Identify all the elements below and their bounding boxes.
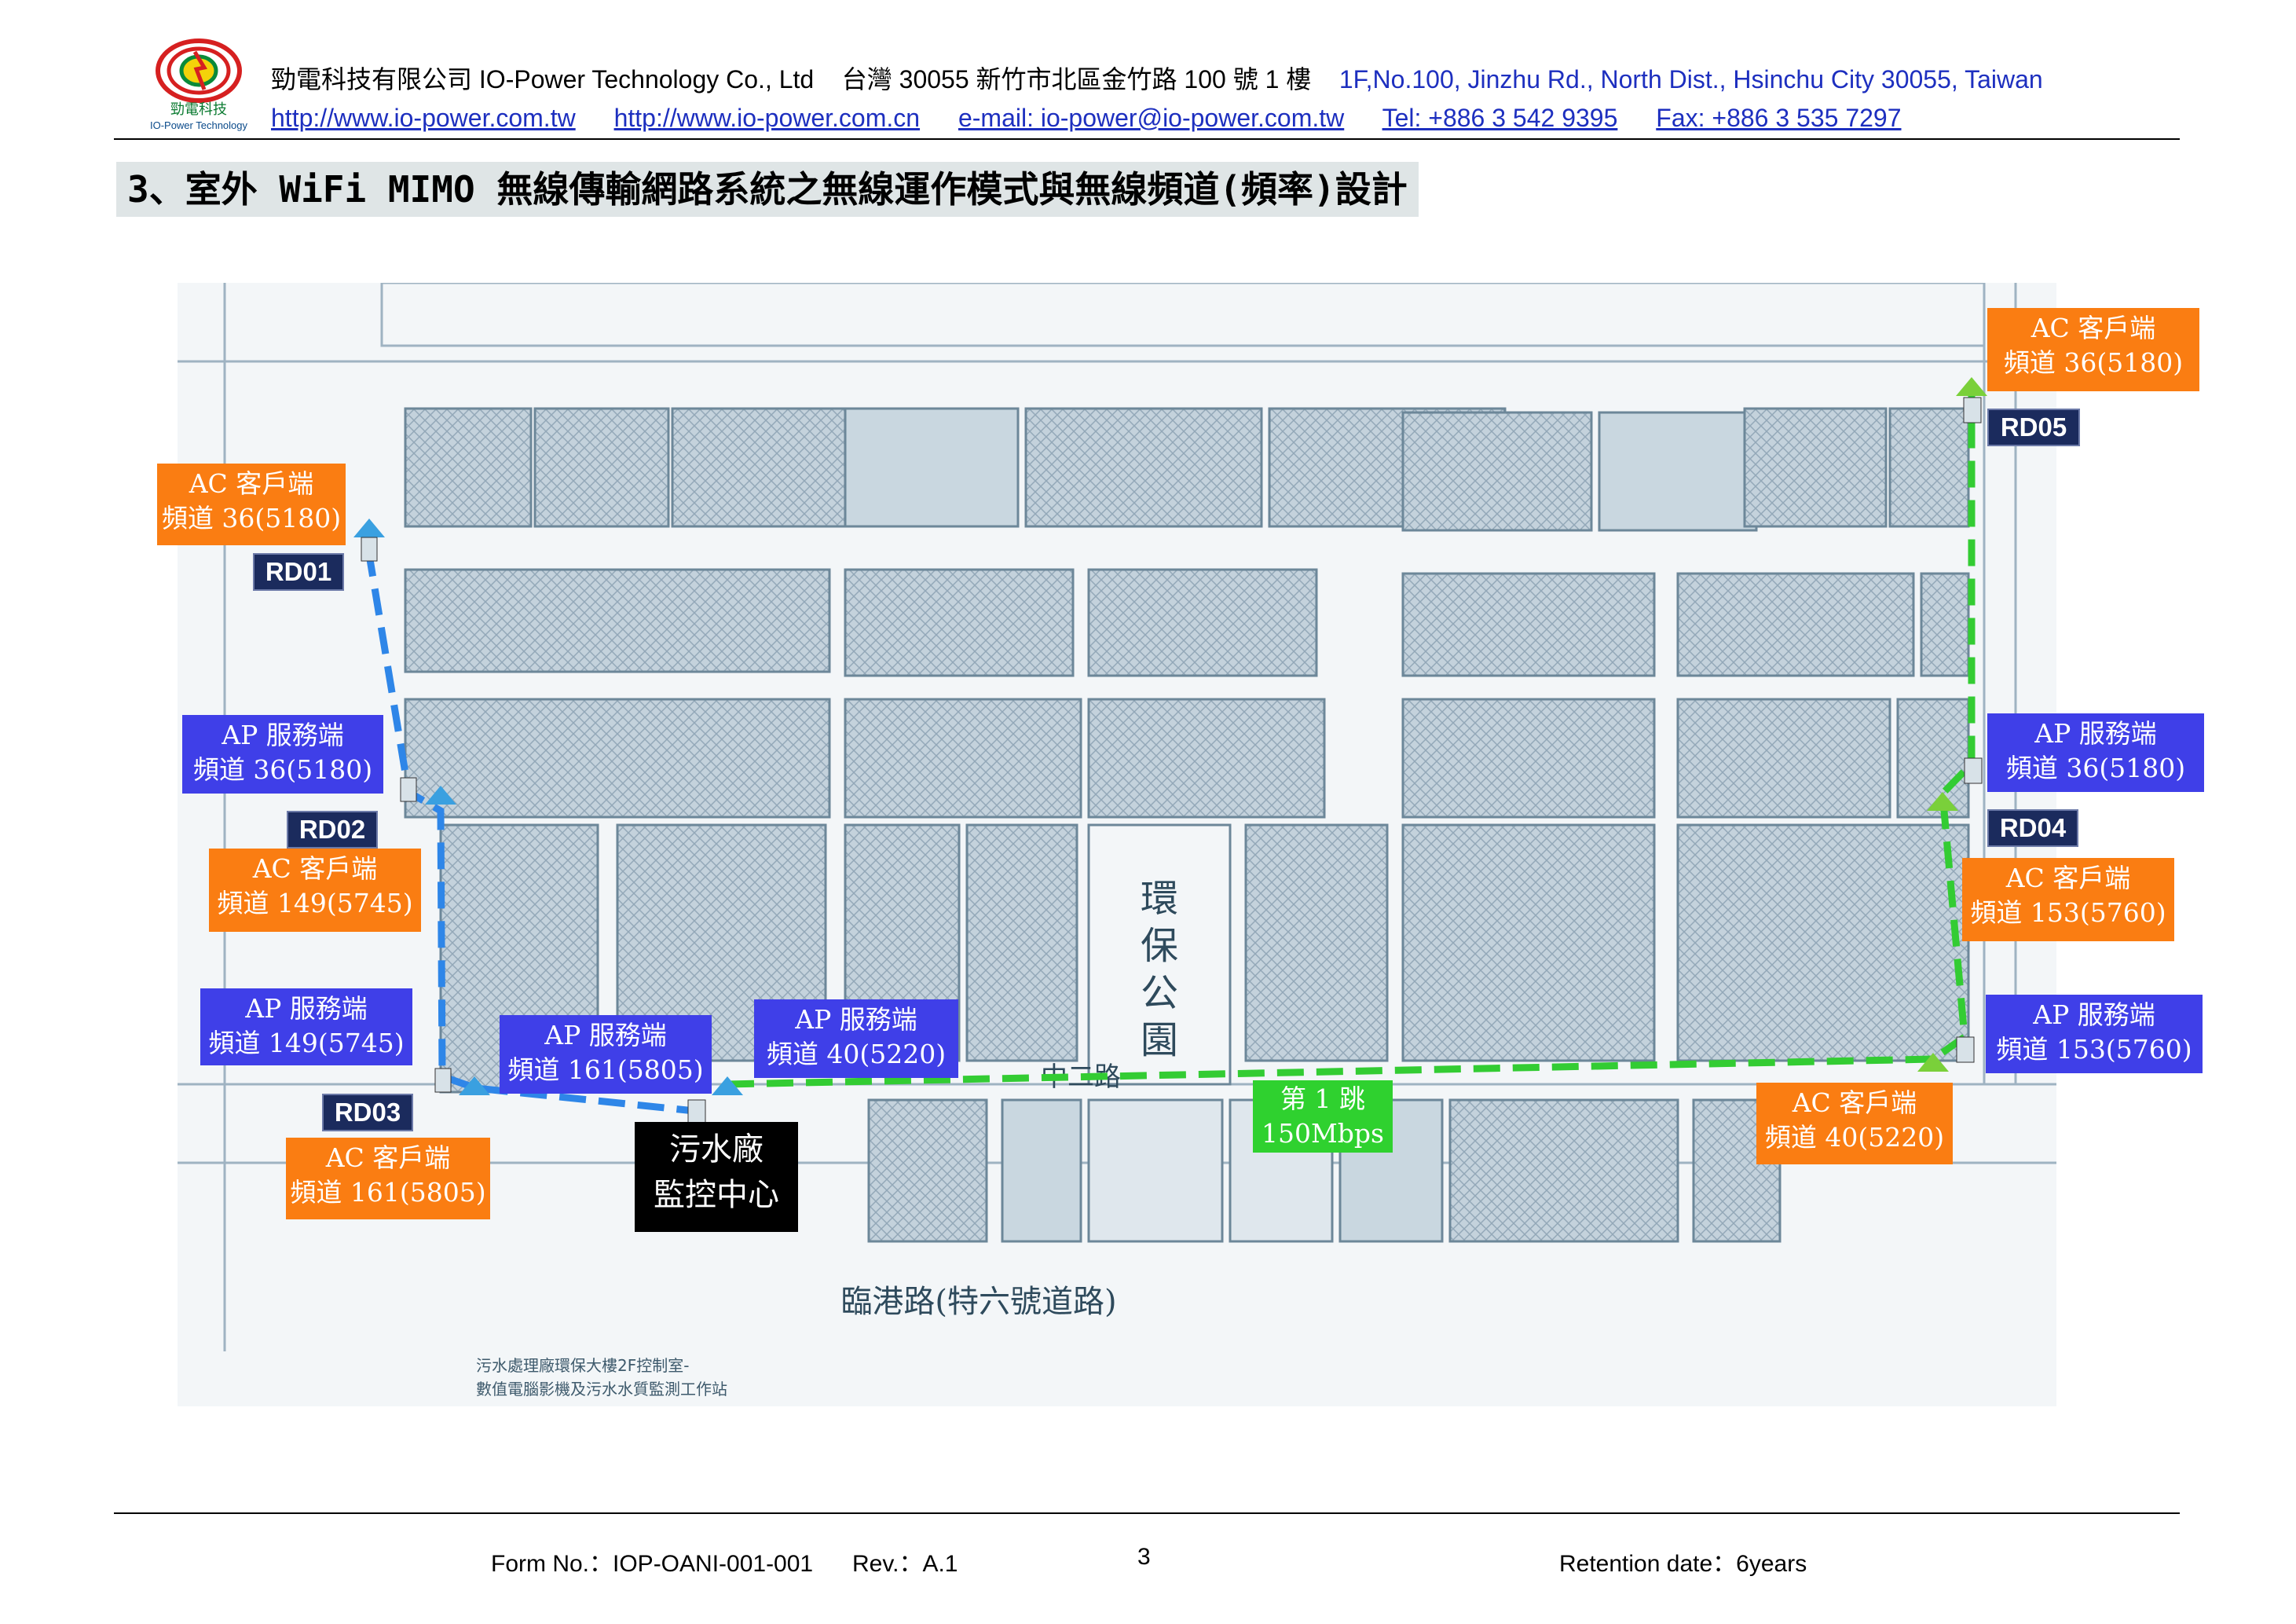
device-icon-rd05: [1956, 377, 1987, 423]
company-logo: 勁電科技 IO-Power Technology: [132, 38, 265, 132]
road-label: 臨港路(特六號道路): [840, 1284, 1116, 1320]
device-icon-center: [687, 1076, 743, 1126]
url-tw-link[interactable]: http://www.io-power.com.tw: [271, 104, 576, 132]
device-icon-rd03: [434, 1068, 490, 1095]
rd02-ap-label: AP 服務端頻道 36(5180): [182, 715, 383, 794]
monitoring-center-label: 污水廠監控中心: [635, 1122, 798, 1232]
blue-link-path: [364, 549, 703, 1116]
rd03-ap-label: AP 服務端頻道 149(5745): [200, 988, 412, 1065]
map-blocks: [404, 407, 1970, 1243]
right-ac40-label: AC 客戶端頻道 40(5220): [1756, 1083, 1953, 1164]
rd02-ac-label: AC 客戶端頻道 149(5745): [209, 849, 421, 932]
rd03-ac-label: AC 客戶端頻道 161(5805): [286, 1138, 490, 1219]
rd01-node-label: RD01: [253, 553, 344, 591]
device-icon-rd04: [1927, 757, 1983, 811]
device-icon-right: [1917, 1036, 1975, 1072]
right-ap153-label: AP 服務端頻道 153(5760): [1986, 995, 2203, 1073]
form-number: Form No.：IOP-OANI-001-001: [491, 1551, 814, 1577]
footer-divider: [114, 1512, 2180, 1514]
page-number: 3: [1137, 1544, 1151, 1570]
company-name-zh: 勁電科技有限公司: [271, 65, 473, 93]
rd04-ac-label: AC 客戶端頻道 153(5760): [1962, 858, 2174, 941]
tel-text: Tel: +886 3 542 9395: [1382, 104, 1618, 132]
header-divider: [114, 138, 2180, 140]
center-ap40-label: AP 服務端頻道 40(5220): [754, 999, 958, 1078]
park-char-3: 公: [1141, 971, 1178, 1015]
rd04-ap-label: AP 服務端頻道 36(5180): [1987, 713, 2204, 792]
address-zh: 台灣 30055 新竹市北區金竹路 100 號 1 樓: [841, 65, 1312, 93]
map-footnote-1: 污水處理廠環保大樓2F控制室-: [476, 1356, 689, 1375]
rd04-node-label: RD04: [1987, 809, 2078, 847]
map-footnote-2: 數值電腦影機及污水水質監測工作站: [476, 1380, 727, 1399]
rd01-ac-label: AC 客戶端頻道 36(5180): [157, 464, 346, 545]
device-icon-rd02: [400, 777, 456, 805]
park-char-1: 環: [1141, 877, 1178, 921]
rd05-node-label: RD05: [1987, 409, 2080, 446]
site-map: 環 保 公 園 中二路 臨港路(特六號道路) 污水處理廠環保大樓2F控制室- 數…: [178, 281, 2056, 1406]
park-char-4: 園: [1141, 1018, 1178, 1062]
rd02-node-label: RD02: [287, 811, 378, 849]
rd05-ac-label: AC 客戶端頻道 36(5180): [1987, 308, 2199, 391]
header-company-line: 勁電科技有限公司 IO-Power Technology Co., Ltd 台灣…: [271, 60, 2043, 96]
logo-graphic: 勁電科技 IO-Power Technology: [150, 38, 248, 131]
map-drawing: 環 保 公 園 中二路 臨港路(特六號道路) 污水處理廠環保大樓2F控制室- 數…: [178, 281, 2056, 1406]
page-title: 3、室外 WiFi MIMO 無線傳輸網路系統之無線運作模式與無線頻道(頻率)設…: [116, 162, 1419, 217]
svg-text:IO-Power Technology: IO-Power Technology: [150, 119, 248, 131]
retention-date: Retention date：6years: [1559, 1551, 1807, 1577]
green-link-path: [727, 393, 1976, 1088]
fax-text: Fax: +886 3 535 7297: [1656, 104, 1902, 132]
company-name-en: IO-Power Technology Co., Ltd: [478, 65, 815, 93]
address-en: 1F,No.100, Jinzhu Rd., North Dist., Hsin…: [1338, 65, 2043, 93]
revision: Rev.：A.1: [852, 1551, 958, 1577]
header-contact-line: http://www.io-power.com.tw http://www.io…: [271, 104, 1933, 133]
rd03-node-label: RD03: [322, 1094, 413, 1131]
email-link[interactable]: e-mail: io-power@io-power.com.tw: [958, 104, 1345, 132]
device-icon-rd01: [353, 519, 385, 562]
url-cn-link[interactable]: http://www.io-power.com.cn: [613, 104, 921, 132]
park-char-2: 保: [1141, 924, 1178, 968]
center-ap161-label: AP 服務端頻道 161(5805): [500, 1015, 712, 1094]
svg-text:勁電科技: 勁電科技: [170, 101, 227, 118]
